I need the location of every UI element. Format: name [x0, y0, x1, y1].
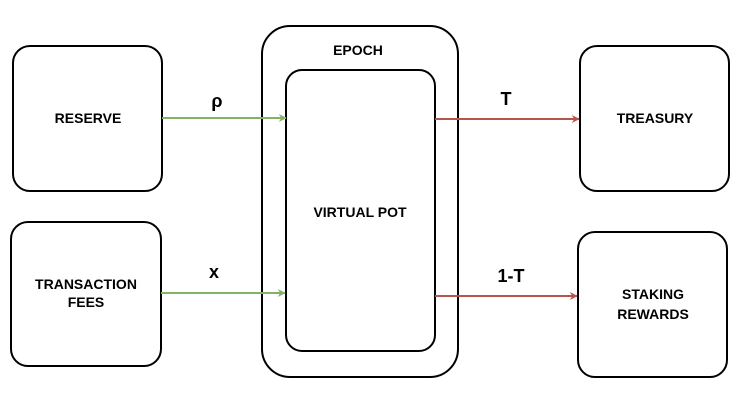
fees-to-pot-label: x [209, 262, 219, 282]
staking-rewards-node: STAKING REWARDS [577, 231, 728, 378]
treasury-label: TREASURY [617, 110, 694, 126]
pot-to-treasury-edge: T [435, 89, 580, 123]
virtual-pot-box [285, 69, 436, 352]
epoch-label: EPOCH [333, 42, 383, 58]
transaction-fees-label-line1: TRANSACTION [35, 276, 137, 292]
treasury-box [579, 45, 730, 192]
reserve-to-pot-edge: ρ [162, 91, 287, 122]
staking-rewards-label-line2: REWARDS [617, 306, 689, 322]
pot-to-staking-label: 1-T [498, 266, 525, 286]
pot-to-staking-edge: 1-T [435, 266, 578, 300]
treasury-node: TREASURY [579, 45, 730, 192]
staking-rewards-label-line1: STAKING [622, 286, 684, 302]
reserve-node: RESERVE [12, 45, 163, 192]
staking-rewards-box [577, 231, 728, 378]
virtual-pot-label: VIRTUAL POT [313, 204, 407, 220]
pot-to-treasury-label: T [501, 89, 512, 109]
transaction-fees-node: TRANSACTION FEES [10, 221, 162, 367]
fees-to-pot-edge: x [161, 262, 286, 297]
virtual-pot-node: VIRTUAL POT [285, 69, 436, 352]
reserve-to-pot-label: ρ [211, 91, 222, 111]
reserve-label: RESERVE [55, 110, 122, 126]
transaction-fees-label-line2: FEES [68, 294, 105, 310]
